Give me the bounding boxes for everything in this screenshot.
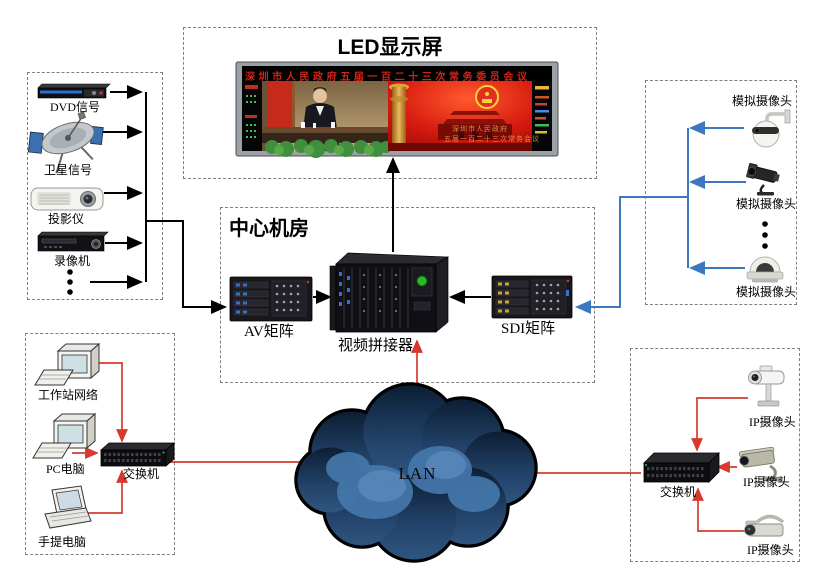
lan-cloud-label: LAN [398,464,437,483]
led-videowall-image [235,61,559,158]
led-red-panel [388,81,532,151]
analog-camera3-image [746,256,784,283]
analog-camera-box [645,80,797,305]
ip-camera-box [630,348,800,562]
projector-label: 投影仪 [48,212,85,226]
analog-camera2-label: 模拟摄像头 [736,197,797,211]
dvd-label: DVD信号 [50,100,100,114]
video-splicer-label: 视频拼接器 [338,338,414,354]
av-sources-box [27,72,163,300]
video-splicer-image [329,252,450,333]
connector-ipcam1-to-switch [691,397,748,452]
sdi-matrix-label: SDI矩阵 [501,321,556,337]
led-screen-headline: 深圳市人民政府五届一百二十三次常务委员会议 [245,72,531,83]
right-switch-image [643,452,720,483]
led-section-title: LED显示屏 [337,36,443,59]
workstation-label: 工作站网络 [38,388,99,402]
led-right-sidebar [532,81,552,151]
led-screen-caption-2: 五届一百二十三次常务会议 [444,135,540,143]
led-display-box [183,27,597,179]
pc-computer-image [32,412,97,459]
led-left-sidebar [242,81,262,151]
ip-camera1-label: IP摄像头 [749,415,796,429]
av-matrix-image [229,276,313,322]
analog-camera3-label: 模拟摄像头 [736,285,797,299]
ip-camera3-label: IP摄像头 [747,543,794,557]
connector-laptop-to-switch [88,469,128,514]
right-switch-label: 交换机 [660,485,697,499]
ip-camera1-image [748,365,785,407]
laptop-label: 手提电脑 [38,535,87,549]
led-meeting-photo [262,81,392,158]
connector-ipcam3-to-switch [692,487,745,532]
left-switch-image [99,442,176,467]
projector-image [30,187,104,211]
analog-camera1-label: 模拟摄像头 [732,94,793,108]
connector-workstation-to-switch [92,362,128,443]
machine-room-title: 中心机房 [229,218,309,240]
office-network-box [25,333,175,555]
sdi-matrix-image [491,275,573,319]
dvd-player-image [37,83,111,99]
recorder-label: 录像机 [54,254,91,268]
satellite-label: 卫星信号 [44,163,93,177]
av-matrix-label: AV矩阵 [244,324,294,340]
ip-camera2-label: IP摄像头 [743,475,790,489]
ip-camera3-image [744,514,785,537]
led-screen-caption-1: 深圳市人民政府 [452,125,508,133]
connector-bus-to-sdi [575,196,688,314]
analog-ellipsis-dots [762,221,768,249]
workstation-computer-image [34,342,101,386]
laptop-image [44,485,92,529]
analog-camera2-image [746,163,780,196]
black-av-connectors [90,85,491,314]
blue-analog-connectors [575,121,746,314]
connector-bus-to-av-matrix [146,220,227,314]
ip-camera2-image [738,446,783,482]
source-ellipsis-dots [67,269,73,295]
red-network-connectors [72,339,748,532]
pc-label: PC电脑 [46,462,85,476]
left-switch-label: 交换机 [123,467,160,481]
analog-camera1-image [752,109,791,148]
video-recorder-image [37,231,109,252]
satellite-image [27,111,104,174]
lan-cloud-image [294,382,538,563]
